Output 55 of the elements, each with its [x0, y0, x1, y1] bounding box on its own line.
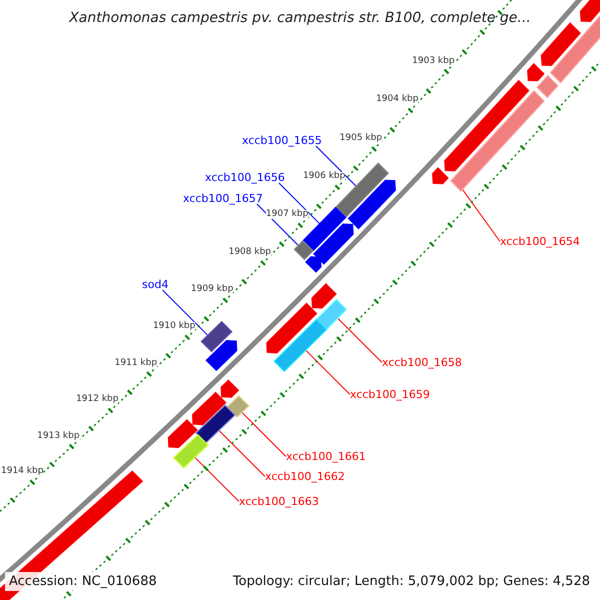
gene-bar	[536, 74, 559, 98]
gene-bar	[444, 80, 530, 172]
gene-label: xccb100_1655	[242, 135, 322, 146]
gene-bar	[168, 419, 198, 448]
gene-label: sod4	[142, 279, 168, 290]
tick-label: 1911 kbp	[114, 359, 158, 368]
gene-label: xccb100_1656	[205, 172, 285, 183]
gene-bar	[266, 302, 318, 354]
gene-bar	[195, 404, 236, 444]
tick-label: 1914 kbp	[1, 467, 44, 476]
leader-line	[305, 350, 350, 395]
gene-bar	[540, 22, 581, 66]
map-title: Xanthomonas campestris pv. campestris str. B100, complete ge...	[69, 10, 531, 26]
gene-label: xccb100_1659	[350, 389, 430, 400]
gene-label: xccb100_1662	[265, 471, 345, 482]
gene-bar	[316, 298, 348, 330]
leader-line	[315, 146, 356, 186]
gene-bar	[527, 62, 545, 82]
gene-bar	[192, 392, 226, 426]
tick-label: 1903 kbp	[412, 56, 455, 66]
tick-label: 1908 kbp	[228, 248, 271, 257]
gene-bar	[450, 90, 545, 192]
gene-bar	[205, 340, 238, 372]
leader-line	[194, 457, 240, 502]
gene-label: xccb100_1658	[382, 357, 462, 368]
tick-label: 1912 kbp	[76, 395, 118, 404]
gene-bar	[200, 320, 233, 352]
tick-label: 1913 kbp	[37, 432, 80, 441]
tick-label: 1904 kbp	[376, 95, 418, 104]
gene-bar	[273, 318, 328, 372]
gene-bar	[580, 0, 600, 22]
tick-label: 1907 kbp	[266, 210, 308, 220]
gene-bar	[220, 380, 240, 398]
gene-label: xccb100_1663	[239, 496, 319, 507]
gene-bar	[348, 180, 396, 230]
leader-line	[462, 189, 500, 242]
tick-label: 1909 kbp	[190, 285, 234, 294]
gene-label: xccb100_1661	[286, 451, 366, 462]
leader-line	[338, 318, 382, 363]
gene-bar	[311, 283, 337, 309]
tick-label: 1906 kbp	[302, 172, 346, 182]
gene-bar	[294, 240, 314, 260]
gene-label: xccb100_1657	[183, 193, 263, 204]
tick-label: 1905 kbp	[340, 134, 382, 144]
gene-bar	[313, 224, 354, 265]
gene-label: xccb100_1654	[500, 236, 580, 247]
tick-label: 1910 kbp	[152, 322, 196, 332]
gene-bar	[305, 256, 322, 273]
leader-line	[256, 204, 299, 246]
gene-bar	[226, 394, 250, 418]
leader-line	[162, 290, 208, 336]
gene-bar	[172, 434, 209, 469]
leader-line	[242, 412, 286, 457]
leader-line	[218, 430, 266, 477]
leader-line	[278, 182, 320, 224]
